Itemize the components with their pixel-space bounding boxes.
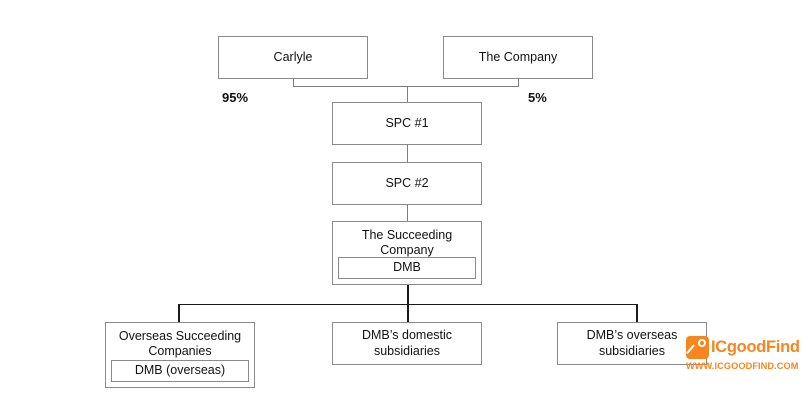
node-dmb[interactable]: DMB xyxy=(338,257,476,279)
connector-bus-to-overseas-subs xyxy=(636,304,638,322)
connector-bus-to-domestic-subs xyxy=(407,304,409,322)
node-succeeding-company[interactable]: The Succeeding Company DMB xyxy=(332,221,482,285)
magnifier-icon xyxy=(686,336,709,359)
node-succeeding-company-label: The Succeeding Company xyxy=(361,228,453,258)
node-dmb-label: DMB xyxy=(393,260,421,275)
connector-top-bar xyxy=(293,86,519,87)
node-spc-2-label: SPC #2 xyxy=(385,175,429,190)
magnifier-handle-icon xyxy=(686,344,695,355)
magnifier-dot-icon xyxy=(700,342,703,345)
node-overseas-succeeding-companies[interactable]: Overseas Succeeding Companies DMB (overs… xyxy=(105,322,255,388)
connector-top-bar-to-spc1 xyxy=(407,86,408,103)
node-spc-1-label: SPC #1 xyxy=(385,115,429,130)
node-carlyle[interactable]: Carlyle xyxy=(218,36,368,79)
connector-spc2-to-succeeding xyxy=(407,205,408,221)
node-dmb-domestic-subsidiaries[interactable]: DMB’s domestic subsidiaries xyxy=(332,322,482,365)
node-dmb-domestic-subsidiaries-label: DMB’s domestic subsidiaries xyxy=(361,328,453,358)
connector-succeeding-to-bus xyxy=(407,285,409,305)
node-dmb-overseas[interactable]: DMB (overseas) xyxy=(111,360,249,382)
connector-bus-to-overseas-succeeding xyxy=(178,304,180,322)
node-carlyle-label: Carlyle xyxy=(273,49,313,64)
node-the-company[interactable]: The Company xyxy=(443,36,593,79)
node-dmb-overseas-subsidiaries[interactable]: DMB’s overseas subsidiaries xyxy=(557,322,707,365)
node-overseas-succeeding-companies-label: Overseas Succeeding Companies xyxy=(118,329,242,359)
node-spc-1[interactable]: SPC #1 xyxy=(332,102,482,145)
connector-carlyle-drop xyxy=(293,79,294,87)
node-spc-2[interactable]: SPC #2 xyxy=(332,162,482,205)
watermark-url-label: WWW.ICGOODFIND.COM xyxy=(686,361,799,371)
ownership-label-carlyle: 95% xyxy=(222,90,249,105)
ownership-label-the-company: 5% xyxy=(528,90,547,105)
node-dmb-overseas-subsidiaries-label: DMB’s overseas subsidiaries xyxy=(586,328,678,358)
node-dmb-overseas-label: DMB (overseas) xyxy=(134,363,226,378)
watermark-brand-label: ICgoodFind xyxy=(711,338,800,357)
watermark: ICgoodFind WWW.ICGOODFIND.COM xyxy=(686,336,804,371)
connector-spc1-to-spc2 xyxy=(407,145,408,162)
magnifier-ring-icon xyxy=(698,339,706,347)
watermark-brand-row: ICgoodFind xyxy=(686,336,804,359)
connector-the-company-drop xyxy=(518,79,519,87)
node-the-company-label: The Company xyxy=(478,49,558,64)
